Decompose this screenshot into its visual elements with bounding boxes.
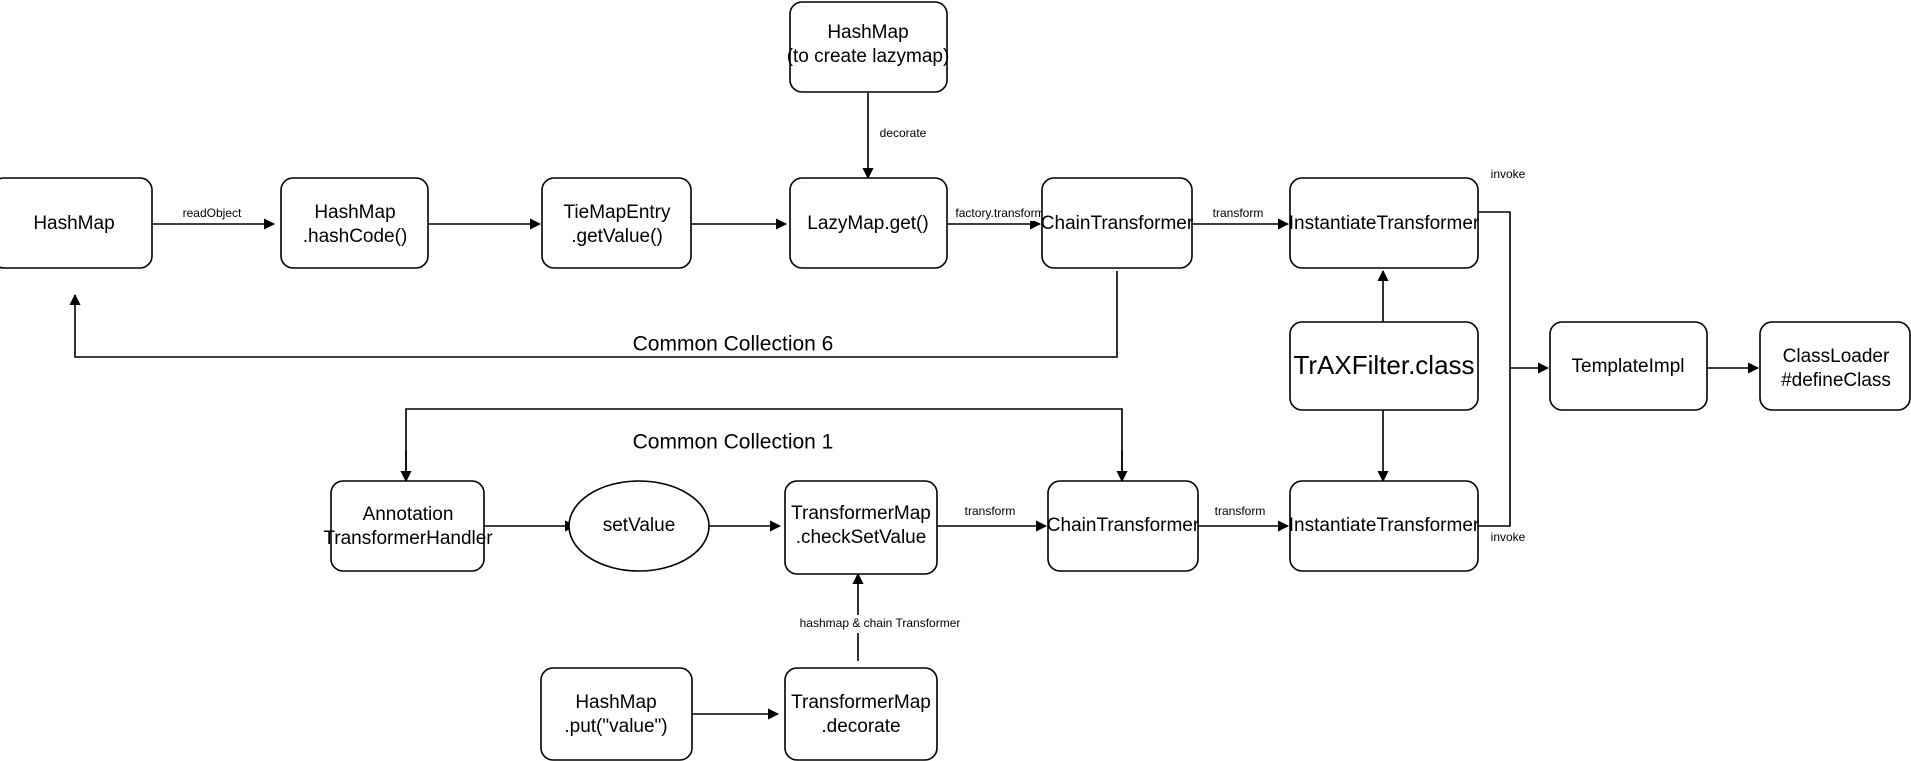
node-lazymap-get-line1: LazyMap.get() (807, 213, 928, 234)
node-transformermap-decorate-line1: TransformerMap (791, 692, 931, 713)
node-instantiatetransformer-bottom[interactable]: InstantiateTransformer (1289, 480, 1480, 572)
node-transformermap-checksetvalue[interactable]: TransformerMap .checkSetValue (784, 480, 938, 575)
node-transformermap-checksetvalue-line2: .checkSetValue (796, 527, 927, 548)
node-traxfilter-class-shape[interactable] (1289, 321, 1479, 411)
group-label-cc1-bg (630, 432, 880, 454)
edge-factory-transform-label-bg (952, 205, 1052, 221)
node-chaintransformer-bottom[interactable]: ChainTransformer (1047, 480, 1200, 572)
edge-read-object-label-bg (183, 205, 253, 221)
group-label-common-collection-1: Common Collection 1 (633, 431, 834, 454)
node-hashmap-entry-line1: HashMap (33, 213, 114, 234)
node-setvalue-line1: setValue (603, 515, 676, 536)
node-hashmap-hashcode-shape[interactable] (280, 177, 429, 269)
edge-common-collection-6-line (69, 271, 1118, 358)
group-label-common-collection-6: Common Collection 6 (633, 333, 834, 356)
node-lazymap-get-shape[interactable] (789, 177, 948, 269)
edge-decorate-label: decorate (880, 126, 927, 140)
edge-invoke-bottom-label-bg (1482, 528, 1538, 544)
edge-invoke-top-label-bg (1482, 165, 1538, 181)
node-traxfilter-class[interactable]: TrAXFilter.class (1289, 321, 1479, 411)
node-annotation-transformerhandler-line1: Annotation (363, 504, 454, 525)
edge-common-collection-6: Common Collection 6 (69, 271, 1118, 358)
node-hashmap-hashcode-line1: HashMap (314, 202, 395, 223)
node-transformermap-checksetvalue-line1: TransformerMap (791, 503, 931, 524)
edge-read-object-label: readObject (183, 206, 242, 220)
node-classloader-defineclass-shape[interactable] (1759, 321, 1911, 411)
node-instantiatetransformer-top-shape[interactable] (1289, 177, 1479, 269)
edge-transform-bottom-mid-label-bg (952, 503, 1028, 519)
node-transformermap-decorate[interactable]: TransformerMap .decorate (784, 667, 938, 761)
node-instantiatetransformer-top-line1: InstantiateTransformer (1289, 213, 1480, 234)
node-templateimpl[interactable]: TemplateImpl (1549, 321, 1708, 411)
node-annotation-transformerhandler-line2: TransformerHandler (323, 528, 493, 549)
edge-read-object: readObject (152, 205, 276, 230)
node-templateimpl-line1: TemplateImpl (1572, 356, 1685, 377)
edge-decorate-label-bg (874, 125, 938, 141)
node-hashmap-hashcode[interactable]: HashMap .hashCode() (280, 177, 429, 269)
edge-hashmap-chain-transformer-label-bg (780, 615, 970, 633)
node-hashmap-entry-shape[interactable] (0, 177, 153, 269)
node-templateimpl-shape[interactable] (1549, 321, 1708, 411)
node-annotation-transformerhandler[interactable]: Annotation TransformerHandler (323, 480, 493, 572)
node-setvalue-shape[interactable] (568, 480, 710, 572)
edge-transform-top-right-label: transform (1213, 206, 1264, 220)
node-hashmap-put-value-shape[interactable] (540, 667, 693, 761)
node-annotation-transformerhandler-shape[interactable] (330, 480, 485, 572)
node-transformermap-decorate-shape[interactable] (784, 667, 938, 761)
edge-invoke-top: invoke (1478, 165, 1550, 374)
edge-transform-bottom-right-label: transform (1215, 504, 1266, 518)
node-instantiatetransformer-top[interactable]: InstantiateTransformer (1289, 177, 1480, 269)
node-chaintransformer-top-line1: ChainTransformer (1041, 213, 1194, 234)
node-hashmap-to-create-lazymap-line1: HashMap (827, 22, 908, 43)
edge-common-collection-1: Common Collection 1 (400, 408, 1128, 483)
node-chaintransformer-bottom-shape[interactable] (1047, 480, 1199, 572)
node-tiemapentry-getvalue[interactable]: TieMapEntry .getValue() (541, 177, 692, 269)
edge-hashmap-chain-transformer: hashmap & chain Transformer (780, 572, 970, 661)
node-traxfilter-class-line1: TrAXFilter.class (1293, 350, 1474, 380)
edge-invoke-bottom-line (1478, 368, 1511, 527)
node-classloader-defineclass-line1: ClassLoader (1783, 346, 1890, 367)
edge-transform-bottom-mid-label: transform (965, 504, 1016, 518)
node-chaintransformer-top-shape[interactable] (1041, 177, 1193, 269)
node-tiemapentry-getvalue-shape[interactable] (541, 177, 692, 269)
edge-transform-top-right: transform (1192, 205, 1290, 230)
node-hashmap-hashcode-line2: .hashCode() (303, 226, 408, 247)
node-chaintransformer-bottom-line1: ChainTransformer (1047, 515, 1200, 536)
edge-factory-transform-label: factory.transform (955, 206, 1044, 220)
edge-decorate: decorate (862, 93, 938, 180)
node-hashmap-to-create-lazymap-line2: (to create lazymap) (787, 46, 950, 67)
edge-common-collection-1-line (405, 408, 1123, 481)
node-tiemapentry-getvalue-line1: TieMapEntry (564, 202, 671, 223)
node-instantiatetransformer-bottom-line1: InstantiateTransformer (1289, 515, 1480, 536)
edge-transform-bottom-mid: transform (937, 503, 1048, 532)
edge-invoke-top-line (1478, 211, 1550, 374)
node-hashmap-put-value-line2: .put("value") (564, 716, 667, 737)
node-tiemapentry-getvalue-line2: .getValue() (571, 226, 663, 247)
group-label-cc6-bg (630, 334, 880, 356)
node-transformermap-checksetvalue-shape[interactable] (784, 480, 938, 575)
node-hashmap-put-value[interactable]: HashMap .put("value") (540, 667, 693, 761)
node-hashmap-to-create-lazymap-shape[interactable] (789, 1, 948, 93)
edge-transform-top-right-label-bg (1198, 205, 1274, 221)
node-classloader-defineclass-line2: #defineClass (1781, 370, 1891, 391)
node-transformermap-decorate-line2: .decorate (821, 716, 900, 737)
node-chaintransformer-top[interactable]: ChainTransformer (1041, 177, 1194, 269)
node-classloader-defineclass[interactable]: ClassLoader #defineClass (1759, 321, 1911, 411)
edge-invoke-bottom: invoke (1478, 368, 1538, 544)
edge-invoke-top-label: invoke (1491, 167, 1526, 181)
node-lazymap-get[interactable]: LazyMap.get() (789, 177, 948, 269)
edge-factory-transform: factory.transform (948, 205, 1052, 230)
edge-invoke-bottom-label: invoke (1491, 530, 1526, 544)
node-hashmap-put-value-line1: HashMap (575, 692, 656, 713)
node-instantiatetransformer-bottom-shape[interactable] (1289, 480, 1479, 572)
node-setvalue[interactable]: setValue (568, 480, 710, 572)
node-hashmap-to-create-lazymap[interactable]: HashMap (to create lazymap) (787, 1, 950, 93)
edge-transform-bottom-right-label-bg (1200, 503, 1276, 519)
node-hashmap-entry[interactable]: HashMap (0, 177, 153, 269)
edge-transform-bottom-right: transform (1198, 503, 1290, 532)
edge-hashmap-chain-transformer-label: hashmap & chain Transformer (800, 616, 961, 630)
